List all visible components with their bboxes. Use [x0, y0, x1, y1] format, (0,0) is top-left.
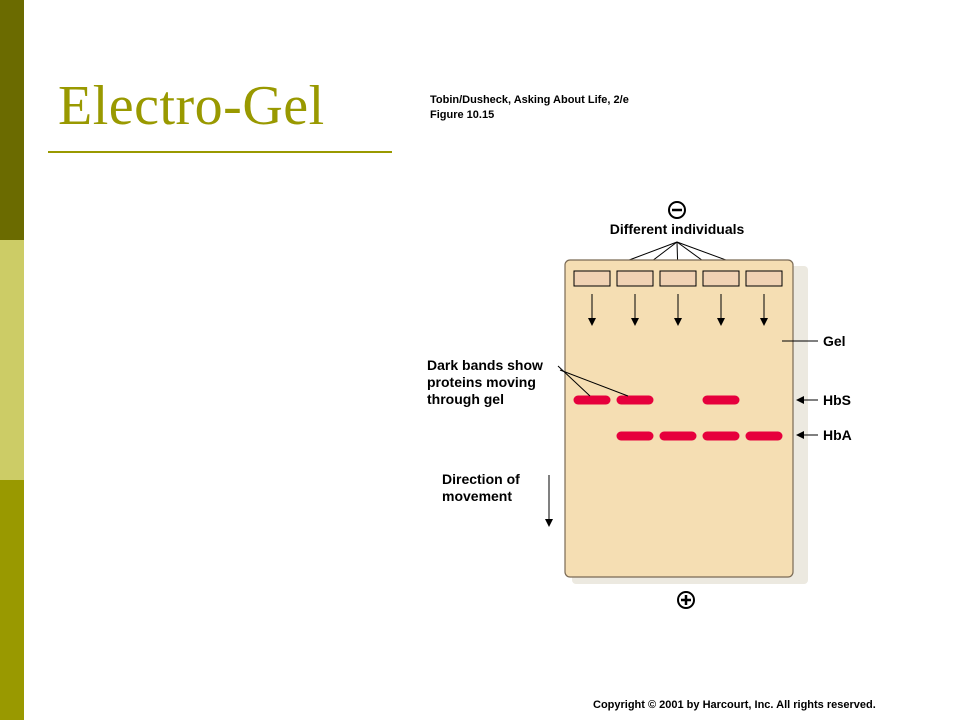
copyright-notice: Copyright © 2001 by Harcourt, Inc. All r…	[593, 699, 876, 711]
bands-pointer-line-2	[559, 369, 629, 397]
gel-label: Gel	[823, 333, 846, 349]
sample-well	[745, 270, 783, 287]
dark-bands-label-line-3: through gel	[427, 391, 504, 407]
figure-credit: Tobin/Dusheck, Asking About Life, 2/e Fi…	[430, 93, 629, 123]
title-underline	[48, 151, 392, 153]
hba-label: HbA	[823, 427, 852, 443]
electrophoresis-diagram: Different individuals Gel HbS HbA Dark b…	[427, 201, 852, 609]
hbs-label: HbS	[823, 392, 851, 408]
sample-wells	[573, 270, 783, 287]
different-individuals-label: Different individuals	[610, 221, 745, 237]
gel-slab	[564, 259, 794, 578]
negative-electrode-icon	[668, 201, 686, 219]
figure-credit-source: Tobin/Dusheck, Asking About Life, 2/e	[430, 94, 629, 106]
positive-electrode-icon	[677, 591, 695, 609]
dark-bands-label-line-1: Dark bands show	[427, 357, 543, 373]
sample-well	[616, 270, 654, 287]
dark-bands-label-line-2: proteins moving	[427, 374, 536, 390]
lane-direction-arrows	[588, 294, 768, 326]
sample-well	[659, 270, 697, 287]
slide-title: Electro-Gel	[58, 75, 325, 137]
direction-label-line-1: Direction of	[442, 471, 520, 487]
sidebar-top-block	[0, 0, 24, 240]
sample-well	[573, 270, 611, 287]
sample-well	[702, 270, 740, 287]
direction-label-line-2: movement	[442, 488, 512, 504]
figure-credit-number: Figure 10.15	[430, 109, 495, 121]
sidebar-bottom-block	[0, 480, 24, 720]
dark-bands-label: Dark bands show proteins moving through …	[427, 357, 543, 407]
sidebar-middle-block	[0, 240, 24, 480]
